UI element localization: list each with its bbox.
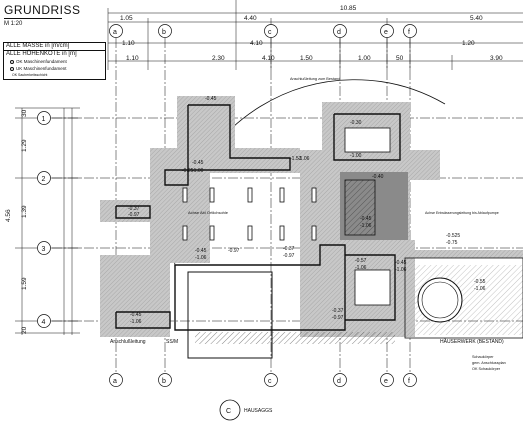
axis-label-bottom-a: a — [113, 378, 117, 385]
level-marker-icon — [10, 59, 14, 64]
axis-label-bottom-f: f — [408, 378, 410, 385]
axis-bubbles-left — [37, 111, 51, 328]
kote-11: -0.97 — [283, 253, 295, 259]
kote-3: -1.06 — [298, 156, 310, 162]
dim-top-r3-5: 50 — [396, 55, 404, 62]
dim-top-r3-0: 1.10 — [126, 55, 139, 62]
kote-19: -1.06 — [130, 319, 142, 325]
axis-label-top-e: e — [384, 29, 388, 36]
label-note-right: Achse Entwässerungsleitung bis Ablaufpum… — [425, 211, 499, 215]
level-marker-icon — [10, 66, 14, 71]
legend-row-levels: ALLE HÖHENKOTE in [m] OK Maschinenfundam… — [4, 51, 105, 79]
walls — [115, 104, 401, 359]
label-note-br2: gem. Anschlussplan — [472, 361, 506, 365]
axis-label-top-b: b — [162, 29, 166, 36]
dim-top-r3-3: 1.50 — [300, 55, 313, 62]
kote-22: -0.45 — [395, 260, 407, 266]
dim-top-r3-1: 2.30 — [212, 55, 225, 62]
axis-bubbles-bottom — [109, 373, 417, 387]
dim-top-r3-2: 4.10 — [262, 55, 275, 62]
kote-26: -0.55 — [474, 279, 486, 285]
dim-left-bottom: 20 — [21, 326, 28, 334]
existing-structure — [195, 257, 523, 344]
kote-20: -0.37 — [332, 308, 344, 314]
dim-top-r2-0: 1.10 — [122, 40, 135, 47]
axis-label-top-f: f — [408, 29, 410, 36]
section-marker — [219, 399, 241, 421]
dim-top-r2-2: 1.20 — [462, 40, 475, 47]
axis-label-left-4: 4 — [42, 319, 46, 326]
kote-24: -0.25 — [182, 168, 194, 174]
kote-27: -1.06 — [474, 286, 486, 292]
axis-label-left-2: 2 — [42, 176, 46, 183]
kote-25: -0.97 — [228, 248, 240, 254]
kote-13: -1.06 — [355, 265, 367, 271]
dim-left-overall: 4.56 — [5, 209, 12, 222]
kote-28: -1.53 — [290, 156, 302, 162]
dim-overall: 10.85 — [340, 5, 357, 12]
dim-left-seg-0: 1.29 — [21, 139, 28, 152]
title-underline — [4, 18, 62, 19]
kote-9: -1.06 — [195, 255, 207, 261]
legend-item-sauberkeit: OK Sauberkeitsschicht — [12, 73, 48, 77]
label-anschluss-val: SS/M — [166, 339, 178, 345]
kote-17: -0.75 — [446, 240, 458, 246]
axis-bubbles-top — [109, 24, 417, 38]
dim-top-r3-6: 3.90 — [490, 55, 503, 62]
label-anschluss: Anschlußleitung — [110, 339, 146, 345]
dim-left-seg-1: 1.39 — [21, 205, 28, 218]
axis-label-bottom-c: c — [268, 378, 272, 385]
kote-0: -0.45 — [192, 160, 204, 166]
drawing-scale: M 1:20 — [4, 21, 23, 27]
machine-columns — [182, 127, 391, 306]
legend-row-measures: ALLE MASSE in [m/cm] — [4, 43, 105, 51]
level-kotes: -0.45 -1.00 -0.45 -1.06 -0.30 -1.00 -0.3… — [128, 96, 486, 325]
kote-2: -0.45 — [205, 96, 217, 102]
top-dimensions — [107, 0, 523, 70]
label-note-br3: OK Schaukörper — [472, 367, 501, 371]
kote-15: -1.06 — [360, 223, 372, 229]
axis-label-top-d: d — [337, 29, 341, 36]
dim-top-r1-1: 4.40 — [244, 15, 257, 22]
legend-item-uk: UK Maschinenfundament — [6, 65, 103, 72]
section-sub-label: HAUSAGGS — [244, 408, 273, 414]
kote-6: -0.37 — [128, 206, 140, 212]
label-haeuserwerk: HÄUSERWERK (BESTAND) — [440, 338, 504, 345]
kote-4: -0.30 — [350, 120, 362, 126]
dim-left-seg-2: 1.59 — [21, 277, 28, 290]
kote-29: -0.40 — [372, 174, 384, 180]
kote-14: -0.45 — [360, 216, 372, 222]
drawing-title: GRUNDRISS — [4, 3, 81, 17]
legend-levels-title: ALLE HÖHENKOTE in [m] — [6, 51, 77, 57]
dim-top-r3-4: 1.00 — [358, 55, 371, 62]
axis-label-left-3: 3 — [42, 246, 46, 253]
kote-8: -0.45 — [195, 248, 207, 254]
label-top-note: Anschlußleitung zum Bestand — [290, 77, 340, 81]
kote-5: -1.00 — [350, 153, 362, 159]
axis-label-bottom-d: d — [337, 378, 341, 385]
kote-12: -0.57 — [355, 258, 367, 264]
kote-1: -1.00 — [192, 168, 204, 174]
axis-label-bottom-e: e — [384, 378, 388, 385]
legend-item-ok: OK Maschinenfundament — [6, 58, 103, 65]
section-label-c: C — [226, 408, 231, 415]
axis-label-top-a: a — [113, 29, 117, 36]
label-note-br1: Schaukörper — [472, 355, 494, 359]
axis-label-top-c: c — [268, 29, 272, 36]
kote-23: -1.06 — [395, 267, 407, 273]
kote-21: -0.97 — [332, 315, 344, 321]
kote-16: -0.525 — [446, 233, 460, 239]
axis-label-bottom-b: b — [162, 378, 166, 385]
dim-left-top: 30 — [21, 109, 28, 117]
legend-box: ALLE MASSE in [m/cm] ALLE HÖHENKOTE in [… — [3, 42, 106, 80]
kote-18: -0.45 — [130, 312, 142, 318]
kote-10: -0.37 — [283, 246, 295, 252]
axis-label-left-1: 1 — [42, 116, 46, 123]
dim-top-r1-2: 5.40 — [470, 15, 483, 22]
dim-top-r1-0: 1.05 — [120, 15, 133, 22]
dim-top-r2-1: 4.10 — [250, 40, 263, 47]
label-note-mid: Achse Abl Ortlichsohle — [188, 210, 229, 215]
kote-7: -0.97 — [128, 212, 140, 218]
